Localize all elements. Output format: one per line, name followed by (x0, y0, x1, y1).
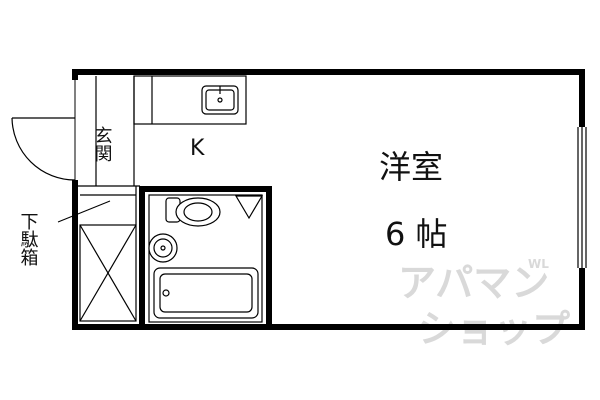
watermark-line1: アパマン (398, 261, 549, 305)
western-room-label: 洋室 (379, 148, 443, 186)
bathroom-inner-wall (148, 194, 263, 323)
bathroom-walls (139, 186, 272, 327)
watermark: アパマン ショップ WL (398, 257, 570, 351)
toilet-icon (165, 197, 221, 227)
shoe-box (79, 186, 137, 322)
room-size-label: 6 帖 (385, 215, 448, 253)
kitchen-sink-icon (201, 85, 239, 115)
kitchen-counter (133, 75, 247, 125)
shoe-box-leader (57, 200, 111, 223)
window-icon (577, 127, 587, 268)
outer-walls (72, 69, 585, 330)
bathtub-icon (153, 267, 259, 319)
shoe-box-label: 下駄箱 (18, 212, 39, 266)
kitchen-label: K (190, 136, 205, 161)
watermark-small: WL (528, 257, 549, 271)
washbasin-icon (148, 233, 178, 263)
entrance-label: 玄関 (92, 126, 113, 162)
shower-door-mark (234, 195, 264, 220)
door-swing-icon (11, 80, 76, 181)
